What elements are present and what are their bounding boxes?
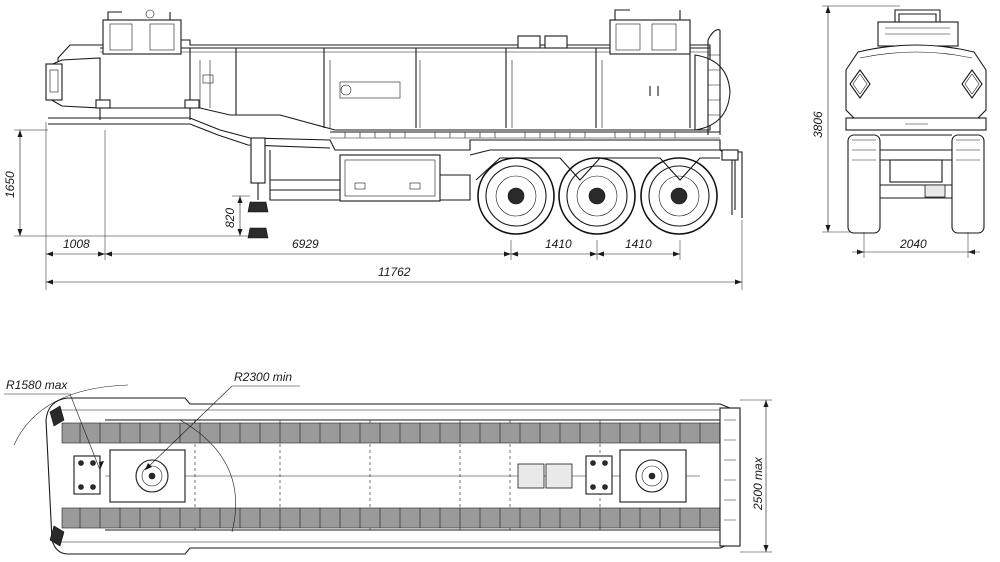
walkway-grating-lower (61, 507, 721, 529)
axle-spacing-1-label: 1410 (545, 237, 572, 251)
rear-overhang-label: 1008 (63, 237, 90, 251)
side-view (45, 9, 743, 239)
width-max-label: 2500 max (751, 456, 765, 511)
wheelbase-label: 6929 (292, 237, 319, 251)
turning-radius-inner-label: R2300 min (234, 370, 292, 384)
front-manhole-top (109, 449, 186, 503)
rear-manhole-housing (609, 19, 691, 55)
front-hatch (45, 63, 63, 101)
overall-height-label: 3806 (811, 111, 825, 138)
turning-radius-front-label: R1580 max (6, 378, 68, 392)
overall-length-label: 11762 (378, 265, 411, 279)
track-width-label: 2040 (899, 237, 927, 251)
tool-box (339, 154, 441, 202)
front-manhole-housing (102, 19, 182, 55)
tank-rear-cap (694, 54, 731, 131)
coupling-height-label: 1650 (3, 171, 17, 198)
rear-valve-plate (585, 455, 613, 495)
walkway-grating-upper (61, 422, 721, 444)
top-view (45, 397, 741, 555)
side-view-dimensions: 1008 6929 1410 1410 11762 1650 820 (3, 122, 743, 290)
axle-spacing-2-label: 1410 (625, 237, 652, 251)
rear-view (845, 9, 987, 234)
support-leg-height-label: 820 (223, 208, 237, 228)
rear-axle-wheels (477, 157, 718, 235)
front-valve-plate (73, 455, 101, 495)
top-view-dimensions: 2500 max R1580 max R2300 min (4, 370, 772, 553)
rear-view-dimensions: 3806 2040 (811, 5, 980, 258)
landing-gear-leg (250, 137, 266, 184)
